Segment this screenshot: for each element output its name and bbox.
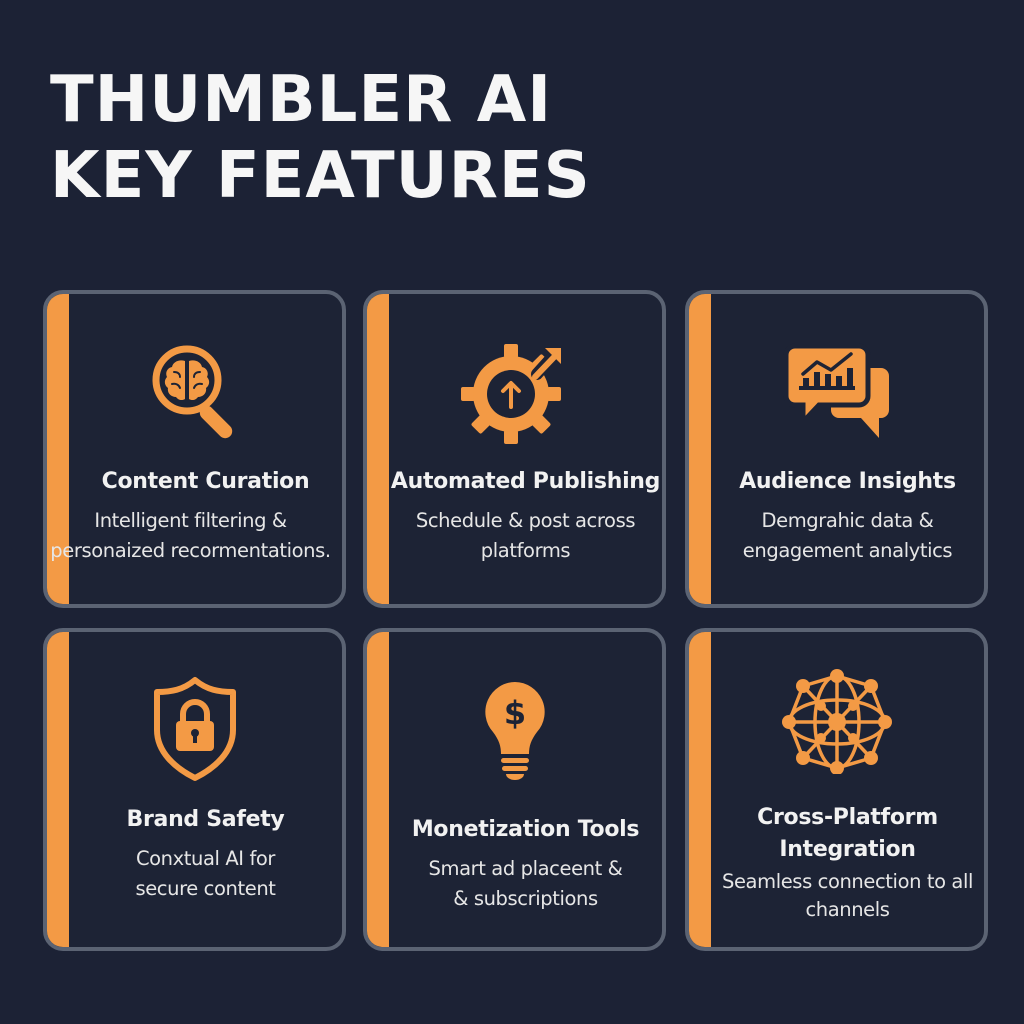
feature-description: Schedule & post across platforms: [389, 506, 662, 566]
accent-bar: [47, 294, 69, 604]
feature-card-audience-insights: Audience Insights Demgrahic data & engag…: [685, 290, 988, 608]
description-line: & subscriptions: [453, 887, 598, 910]
svg-text:$: $: [503, 694, 525, 732]
feature-title: Audience Insights: [739, 469, 956, 494]
feature-description: Demgrahic data & engagement analytics: [711, 506, 984, 566]
accent-bar: [689, 294, 711, 604]
description-line: secure content: [135, 877, 276, 900]
chat-bubbles-chart-icon: [781, 334, 893, 446]
network-globe-icon: [781, 662, 893, 774]
feature-card-monetization-tools: $ Monetization Tools Smart ad placeent &…: [363, 628, 666, 951]
description-line: Conxtual AI for: [135, 847, 276, 870]
accent-bar: [367, 632, 389, 947]
feature-description: Conxtual AI for secure content: [69, 844, 342, 904]
shield-lock-icon: [139, 672, 251, 784]
description-line: platforms: [480, 539, 571, 562]
gear-upload-arrow-icon: [459, 334, 571, 446]
feature-title: Content Curation: [101, 469, 310, 494]
lightbulb-dollar-icon: $: [459, 674, 571, 786]
feature-title-line-2: Integration: [779, 837, 916, 862]
feature-card-content-curation: Content Curation Intelligent filtering &…: [43, 290, 346, 608]
description-line: Smart ad placeent &: [428, 857, 623, 880]
description-line: Seamless connection to all: [721, 870, 974, 893]
feature-description: Smart ad placeent & & subscriptions: [389, 854, 662, 914]
accent-bar: [689, 632, 711, 947]
feature-description: Intelligent filtering & personaized reco…: [47, 506, 342, 566]
accent-bar: [47, 632, 69, 947]
accent-bar: [367, 294, 389, 604]
feature-card-cross-platform-integration: Cross-Platform Integration Seamless conn…: [685, 628, 988, 951]
feature-title: Automated Publishing: [390, 469, 661, 494]
description-line: personaized recormentations.: [50, 539, 331, 562]
feature-title: Monetization Tools: [411, 817, 640, 842]
feature-card-automated-publishing: Automated Publishing Schedule & post acr…: [363, 290, 666, 608]
description-line: engagement analytics: [742, 539, 953, 562]
page-title: THUMBLER AI KEY FEATURES: [50, 62, 591, 214]
feature-title-line-1: Cross-Platform: [757, 805, 938, 830]
description-line: channels: [805, 898, 890, 921]
brain-magnifier-icon: [139, 334, 251, 446]
description-line: Schedule & post across: [415, 509, 636, 532]
feature-description: Seamless connection to all channels: [711, 868, 984, 924]
feature-card-brand-safety: Brand Safety Conxtual AI for secure cont…: [43, 628, 346, 951]
feature-title: Brand Safety: [126, 807, 285, 832]
description-line: Demgrahic data &: [761, 509, 934, 532]
description-line: Intelligent filtering &: [94, 509, 287, 532]
page-title-line-2: KEY FEATURES: [50, 139, 591, 213]
page-title-line-1: THUMBLER AI: [50, 63, 553, 137]
